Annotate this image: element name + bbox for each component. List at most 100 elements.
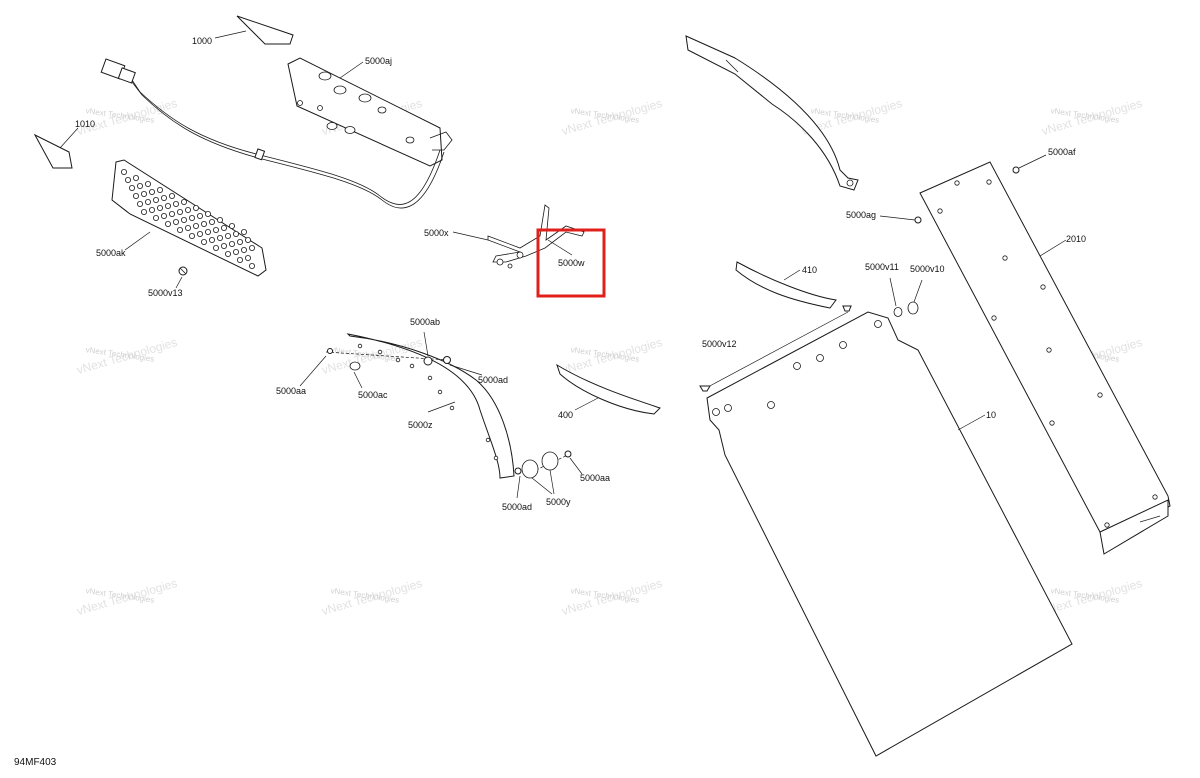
callout-5000x[interactable]: 5000x xyxy=(424,228,449,238)
callout-labels: 1000 1010 5000aj 5000ak 5000v13 5000x 50… xyxy=(75,36,1086,512)
perforation-hole xyxy=(232,230,239,237)
callout-5000v10[interactable]: 5000v10 xyxy=(910,264,945,274)
perforation-hole xyxy=(144,180,151,187)
callout-410[interactable]: 410 xyxy=(802,265,817,275)
diagram-id: 94MF403 xyxy=(14,757,57,768)
perforation-hole xyxy=(204,228,211,235)
perforation-hole xyxy=(136,200,143,207)
perforation-hole xyxy=(192,204,199,211)
perforation-hole xyxy=(244,236,251,243)
perforation-hole xyxy=(208,218,215,225)
perforation-hole xyxy=(156,186,163,193)
perforation-hole xyxy=(208,236,215,243)
perforation-hole xyxy=(204,210,211,217)
perforation-hole xyxy=(132,192,139,199)
perforation-hole xyxy=(232,248,239,255)
callout-1000[interactable]: 1000 xyxy=(192,36,212,46)
part-arm-top[interactable] xyxy=(685,35,859,191)
callout-5000aa-left[interactable]: 5000aa xyxy=(276,386,306,396)
perforation-hole xyxy=(192,222,199,229)
fasteners-10 xyxy=(699,277,923,392)
perforation-hole xyxy=(180,216,187,223)
perforation-hole xyxy=(224,250,231,257)
part-1010[interactable] xyxy=(33,127,79,169)
part-5000x[interactable] xyxy=(452,204,585,269)
perforation-hole xyxy=(128,184,135,191)
perforation-hole xyxy=(172,218,179,225)
perforations xyxy=(121,168,255,269)
fasteners-2010 xyxy=(879,154,1047,224)
perforation-hole xyxy=(125,176,132,183)
perforation-hole xyxy=(132,174,139,181)
part-5000aj[interactable] xyxy=(287,57,453,167)
part-5000ak[interactable] xyxy=(111,159,267,277)
perforation-hole xyxy=(184,206,191,213)
callout-5000ad-bottom[interactable]: 5000ad xyxy=(502,502,532,512)
perforation-hole xyxy=(184,224,191,231)
callout-5000ab[interactable]: 5000ab xyxy=(410,317,440,327)
callout-5000v12[interactable]: 5000v12 xyxy=(702,339,737,349)
callout-5000aj[interactable]: 5000aj xyxy=(365,56,392,66)
perforation-hole xyxy=(188,214,195,221)
callout-5000v11[interactable]: 5000v11 xyxy=(865,262,899,272)
perforation-hole xyxy=(160,212,167,219)
perforation-hole xyxy=(148,188,155,195)
perforation-hole xyxy=(148,206,155,213)
perforation-hole xyxy=(212,226,219,233)
perforation-hole xyxy=(188,232,195,239)
callout-400[interactable]: 400 xyxy=(558,410,573,420)
perforation-hole xyxy=(228,222,235,229)
callout-1010[interactable]: 1010 xyxy=(75,119,95,129)
perforation-hole xyxy=(152,214,159,221)
perforation-hole xyxy=(176,208,183,215)
perforation-hole xyxy=(140,190,147,197)
perforation-hole xyxy=(200,238,207,245)
perforation-hole xyxy=(156,204,163,211)
part-410[interactable] xyxy=(735,261,852,311)
callout-5000v13[interactable]: 5000v13 xyxy=(148,288,183,298)
perforation-hole xyxy=(212,244,219,251)
perforation-hole xyxy=(168,210,175,217)
callout-5000ak[interactable]: 5000ak xyxy=(96,248,126,258)
part-1000[interactable] xyxy=(214,15,294,45)
perforation-hole xyxy=(216,216,223,223)
perforation-hole xyxy=(196,212,203,219)
perforation-hole xyxy=(164,220,171,227)
perforation-hole xyxy=(220,242,227,249)
perforation-hole xyxy=(121,168,128,175)
callout-5000z[interactable]: 5000z xyxy=(408,420,433,430)
part-5000w[interactable] xyxy=(547,239,573,256)
fasteners-5000z xyxy=(299,331,583,499)
callout-2010[interactable]: 2010 xyxy=(1066,234,1086,244)
perforation-hole xyxy=(196,230,203,237)
perforation-hole xyxy=(164,202,171,209)
callout-5000y[interactable]: 5000y xyxy=(546,497,571,507)
perforation-hole xyxy=(200,220,207,227)
part-5000z[interactable] xyxy=(346,333,515,479)
part-2010[interactable] xyxy=(919,161,1171,555)
perforation-hole xyxy=(248,262,255,269)
callout-5000ag[interactable]: 5000ag xyxy=(846,210,876,220)
perforation-hole xyxy=(152,196,159,203)
perforation-hole xyxy=(236,256,243,263)
perforation-hole xyxy=(144,198,151,205)
callout-5000aa-right[interactable]: 5000aa xyxy=(580,473,610,483)
perforation-hole xyxy=(240,246,247,253)
callout-5000ad-right[interactable]: 5000ad xyxy=(478,375,508,385)
part-5000v13[interactable] xyxy=(175,266,188,289)
perforation-hole xyxy=(228,240,235,247)
callout-5000w[interactable]: 5000w xyxy=(558,258,585,268)
perforation-hole xyxy=(244,254,251,261)
wire-harness xyxy=(100,58,445,209)
perforation-hole xyxy=(160,194,167,201)
perforation-hole xyxy=(236,238,243,245)
part-400[interactable] xyxy=(556,363,661,415)
callout-5000ac[interactable]: 5000ac xyxy=(358,390,388,400)
callout-5000af[interactable]: 5000af xyxy=(1048,147,1076,157)
perforation-hole xyxy=(248,244,255,251)
callout-10[interactable]: 10 xyxy=(986,410,996,420)
perforation-hole xyxy=(136,182,143,189)
part-10[interactable] xyxy=(706,311,1073,757)
perforation-hole xyxy=(172,200,179,207)
